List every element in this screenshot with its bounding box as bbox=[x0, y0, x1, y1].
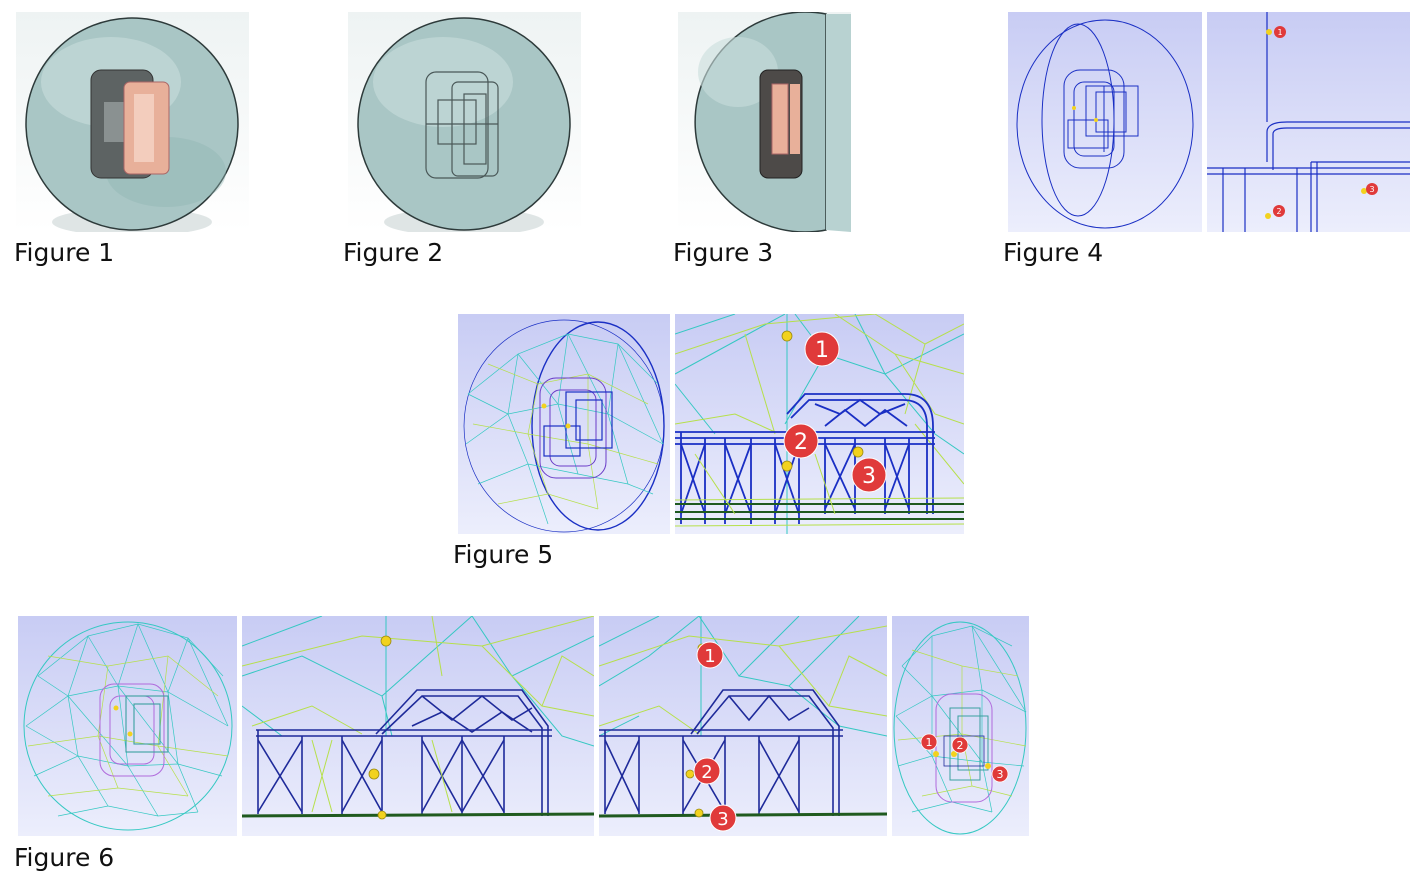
figure-6-side-probe-marker-3: 3 bbox=[985, 763, 1009, 783]
figure-4-caption: Figure 4 bbox=[1003, 238, 1104, 267]
figure-5-probe-marker-1: 1 bbox=[781, 330, 840, 367]
figure-3-caption: Figure 3 bbox=[673, 238, 774, 267]
figure-6-image-overview bbox=[18, 616, 237, 836]
svg-text:1: 1 bbox=[704, 646, 715, 667]
figure-4-image-overview bbox=[1008, 12, 1202, 232]
figure-4-probe-marker-2: 2 bbox=[1265, 205, 1285, 219]
figure-1-caption: Figure 1 bbox=[14, 238, 115, 267]
figure-5-image-overview bbox=[458, 314, 670, 534]
svg-text:1: 1 bbox=[1277, 28, 1282, 37]
figure-6-image-zoom-labeled: 1 2 3 bbox=[599, 616, 887, 836]
figure-5-probe-marker-3: 3 bbox=[851, 446, 887, 493]
figure-6-image-zoom-unlabeled bbox=[242, 616, 594, 836]
svg-text:2: 2 bbox=[794, 430, 808, 455]
svg-text:3: 3 bbox=[862, 464, 876, 489]
figure-4-image-zoom: 1 2 3 bbox=[1207, 12, 1410, 232]
figure-3-image bbox=[678, 12, 851, 232]
figure-5-caption: Figure 5 bbox=[453, 540, 554, 569]
figure-4-probe-marker-1: 1 bbox=[1266, 26, 1286, 38]
figure-2-caption: Figure 2 bbox=[343, 238, 444, 267]
figure-6-caption: Figure 6 bbox=[14, 843, 115, 872]
svg-text:3: 3 bbox=[1369, 185, 1374, 194]
figure-6-image-side: 1 2 3 bbox=[892, 616, 1029, 836]
svg-text:1: 1 bbox=[815, 338, 829, 363]
figure-1-image bbox=[16, 12, 249, 232]
figure-6-probe-marker-1: 1 bbox=[696, 641, 724, 669]
svg-text:3: 3 bbox=[717, 809, 728, 830]
figure-6-side-probe-marker-1: 1 bbox=[920, 733, 939, 757]
figure-6-probe-marker-2: 2 bbox=[685, 757, 721, 785]
figure-5-probe-marker-2: 2 bbox=[781, 423, 819, 472]
svg-text:3: 3 bbox=[997, 768, 1004, 781]
svg-text:2: 2 bbox=[1276, 207, 1281, 216]
figure-6-probe-marker-3: 3 bbox=[694, 804, 737, 832]
figure-6-side-probe-marker-2: 2 bbox=[951, 736, 969, 757]
svg-text:2: 2 bbox=[701, 762, 712, 783]
svg-text:2: 2 bbox=[957, 739, 964, 752]
figure-5-image-zoom: 1 2 3 bbox=[675, 314, 964, 534]
figure-4-probe-marker-3: 3 bbox=[1361, 183, 1378, 195]
svg-text:1: 1 bbox=[926, 736, 933, 749]
figure-2-image bbox=[348, 12, 581, 232]
